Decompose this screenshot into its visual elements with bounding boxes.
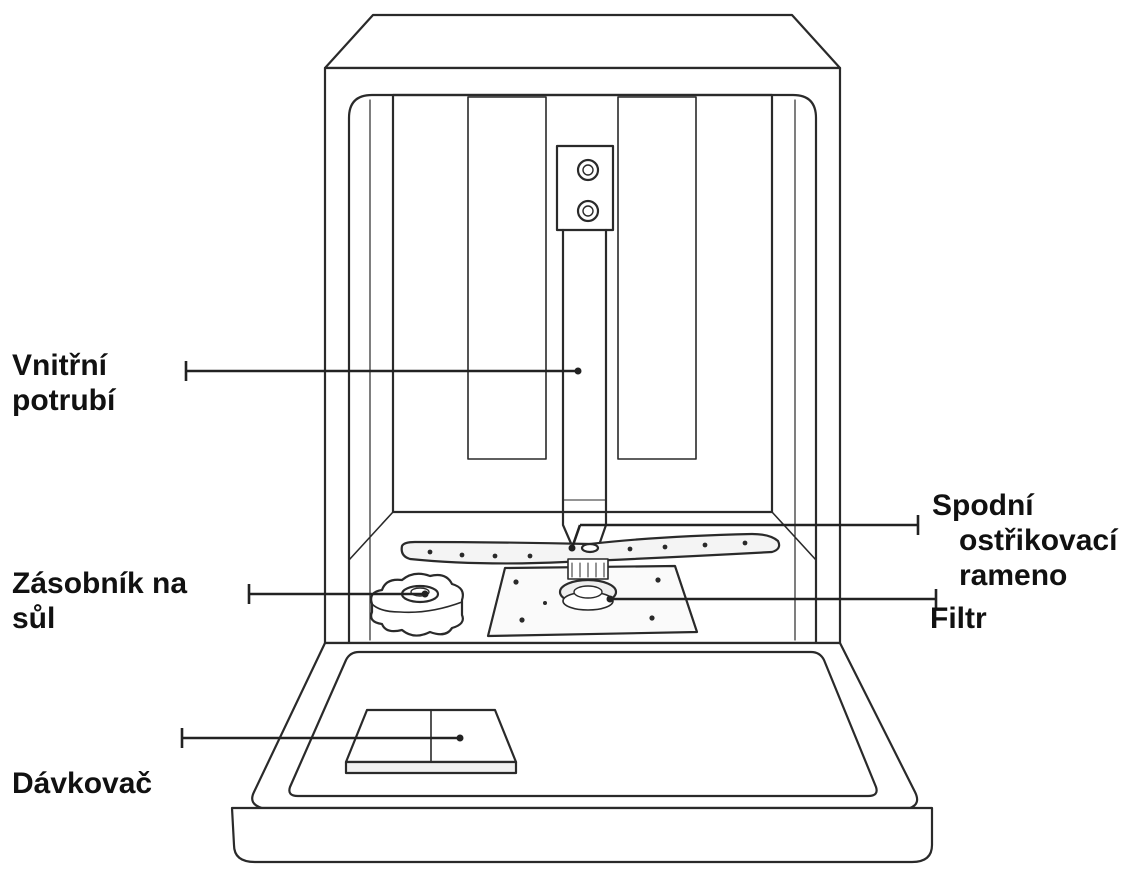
label-filter: Filtr: [930, 601, 987, 636]
label-spray-arm-line-2: ostřikovací: [959, 524, 1118, 557]
lower-spray-arm: [400, 532, 781, 565]
door: [230, 641, 934, 864]
label-inner-pipe-line-2: potrubí: [12, 384, 116, 417]
label-inner-pipe-line-1: Vnitřní: [12, 349, 107, 382]
label-salt-container-line-2: sůl: [12, 602, 56, 635]
detergent-dispenser: [344, 708, 518, 775]
tub-interior: [347, 93, 818, 644]
leader-dispenser: [180, 728, 464, 748]
salt-container-cap: [370, 572, 464, 637]
leader-inner-pipe: [184, 361, 582, 381]
label-salt-container: Zásobník na sůl: [12, 566, 187, 636]
label-spray-arm-line-1: Spodní: [932, 489, 1034, 522]
label-filter-line-1: Filtr: [930, 602, 987, 635]
label-lower-spray-arm: Spodní ostřikovací rameno: [932, 488, 1117, 593]
filter-assembly: [558, 558, 618, 611]
label-spray-arm-line-3: rameno: [959, 559, 1068, 592]
label-salt-container-line-1: Zásobník na: [12, 567, 188, 600]
leader-salt-container: [247, 584, 429, 604]
label-inner-pipe: Vnitřní potrubí: [12, 348, 115, 418]
leader-filter: [606, 589, 938, 609]
leader-spray-arm: [568, 515, 920, 552]
label-dispenser: Dávkovač: [12, 766, 152, 801]
cabinet-top: [323, 13, 842, 70]
label-dispenser-line-1: Dávkovač: [12, 767, 153, 800]
